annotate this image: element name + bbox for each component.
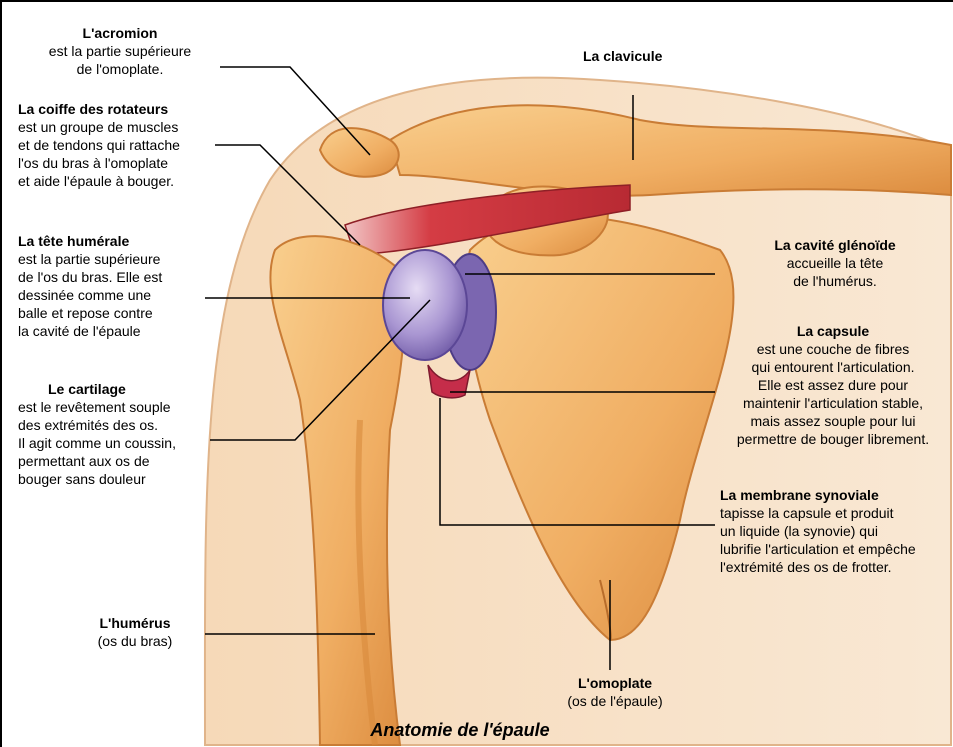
acromion-line: de l'omoplate. — [15, 60, 225, 78]
synoviale-line: lubrifie l'articulation et empêche — [720, 540, 951, 558]
glenoide-line: accueille la tête — [750, 254, 920, 272]
capsule-line: mais assez souple pour lui — [718, 412, 948, 430]
cartilage-title: Le cartilage — [18, 380, 176, 398]
capsule-line: est une couche de fibres — [718, 340, 948, 358]
label-cartilage: Le cartilage est le revêtement souple de… — [18, 380, 176, 488]
label-tete-humerale: La tête humérale est la partie supérieur… — [18, 232, 162, 340]
glenoide-title: La cavité glénoïde — [750, 236, 920, 254]
clavicule-title: La clavicule — [583, 47, 662, 65]
capsule-title: La capsule — [718, 322, 948, 340]
humerus-title: L'humérus — [65, 614, 205, 632]
coiffe-line: est un groupe de muscles — [18, 118, 180, 136]
coiffe-title: La coiffe des rotateurs — [18, 100, 180, 118]
cartilage-line: est le revêtement souple — [18, 398, 176, 416]
cartilage-line: bouger sans douleur — [18, 470, 176, 488]
synoviale-line: un liquide (la synovie) qui — [720, 522, 951, 540]
tete-title: La tête humérale — [18, 232, 162, 250]
figure-caption: Anatomie de l'épaule — [300, 720, 620, 741]
capsule-line: maintenir l'articulation stable, — [718, 394, 948, 412]
label-glenoide: La cavité glénoïde accueille la tête de … — [750, 236, 920, 290]
synoviale-line: l'extrémité des os de frotter. — [720, 558, 951, 576]
label-clavicule: La clavicule — [583, 47, 662, 65]
capsule-line: qui entourent l'articulation. — [718, 358, 948, 376]
acromion-line: est la partie supérieure — [15, 42, 225, 60]
omoplate-title: L'omoplate — [545, 674, 685, 692]
cartilage-line: permettant aux os de — [18, 452, 176, 470]
label-omoplate: L'omoplate (os de l'épaule) — [545, 674, 685, 710]
coiffe-line: et aide l'épaule à bouger. — [18, 172, 180, 190]
tete-line: de l'os du bras. Elle est — [18, 268, 162, 286]
coiffe-line: et de tendons qui rattache — [18, 136, 180, 154]
omoplate-line: (os de l'épaule) — [545, 692, 685, 710]
label-acromion: L'acromion est la partie supérieure de l… — [15, 24, 225, 78]
tete-line: balle et repose contre — [18, 304, 162, 322]
synoviale-line: tapisse la capsule et produit — [720, 504, 951, 522]
cartilage-line: des extrémités des os. — [18, 416, 176, 434]
glenoide-line: de l'humérus. — [750, 272, 920, 290]
cartilage-line: Il agit comme un coussin, — [18, 434, 176, 452]
capsule-line: permettre de bouger librement. — [718, 430, 948, 448]
tete-line: dessinée comme une — [18, 286, 162, 304]
humerus-line: (os du bras) — [65, 632, 205, 650]
label-coiffe: La coiffe des rotateurs est un groupe de… — [18, 100, 180, 190]
tete-line: la cavité de l'épaule — [18, 322, 162, 340]
capsule-line: Elle est assez dure pour — [718, 376, 948, 394]
label-synoviale: La membrane synoviale tapisse la capsule… — [720, 486, 951, 576]
tete-line: est la partie supérieure — [18, 250, 162, 268]
label-capsule: La capsule est une couche de fibres qui … — [718, 322, 948, 448]
label-humerus: L'humérus (os du bras) — [65, 614, 205, 650]
synoviale-title: La membrane synoviale — [720, 486, 951, 504]
acromion-title: L'acromion — [15, 24, 225, 42]
coiffe-line: l'os du bras à l'omoplate — [18, 154, 180, 172]
